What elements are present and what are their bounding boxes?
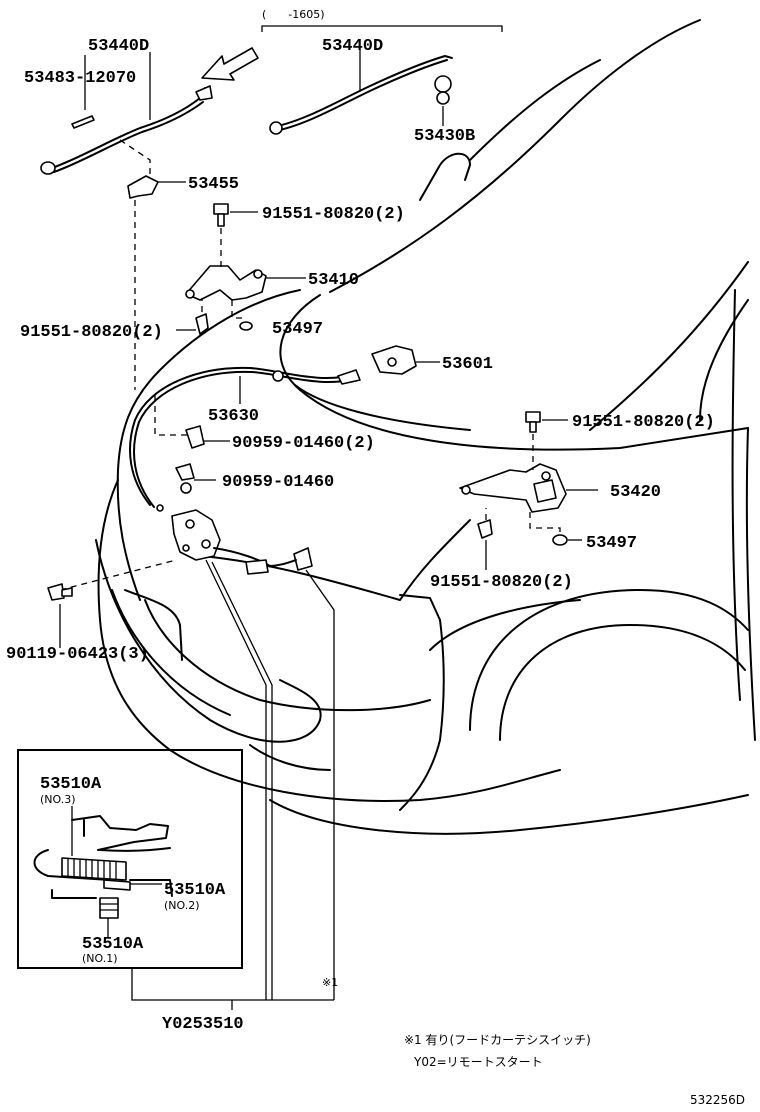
range-label: ( -1605)	[262, 8, 325, 21]
label-53601: 53601	[442, 355, 493, 374]
hood-release-cable-left	[40, 85, 213, 175]
harness-connector	[245, 559, 269, 575]
cable-clip-a	[185, 425, 205, 449]
hood-lock-assembly	[171, 509, 221, 561]
label-91551-top: 91551-80820(2)	[262, 205, 405, 224]
label-53410: 53410	[308, 271, 359, 290]
label-53630: 53630	[208, 407, 259, 426]
label-53510a-no2: 53510A	[164, 881, 226, 900]
sublabel-no3: (NO.3)	[40, 793, 76, 806]
spring-no2	[103, 879, 131, 891]
label-91551-bottom: 91551-80820(2)	[430, 573, 573, 592]
car-body-outline	[95, 19, 756, 835]
label-53440d-right: 53440D	[322, 37, 383, 56]
label-53440d-left: 53440D	[88, 37, 149, 56]
label-91551-right: 91551-80820(2)	[572, 413, 715, 432]
hood-hinge-bracket-right	[459, 463, 567, 513]
inset-box	[17, 749, 243, 969]
bolt-right	[525, 411, 541, 433]
courtesy-switch	[371, 345, 417, 375]
sublabel-no2: (NO.2)	[164, 899, 200, 912]
diagram-code: 532256D	[690, 1093, 745, 1107]
label-91551-left: 91551-80820(2)	[20, 323, 163, 342]
ref-mark: ※1	[322, 976, 338, 989]
label-53497-b: 53497	[586, 534, 637, 553]
bolt-90119	[47, 583, 73, 601]
label-53510a-no1: 53510A	[82, 935, 144, 954]
sublabel-no1: (NO.1)	[82, 952, 118, 965]
label-53430b: 53430B	[414, 127, 475, 146]
label-90959-b: 90959-01460	[222, 473, 334, 492]
bolt-bottom	[477, 519, 493, 539]
cable-grommet	[434, 75, 452, 105]
label-90119: 90119-06423(3)	[6, 645, 149, 664]
hood-release-cable-right	[269, 55, 453, 135]
label-53455: 53455	[188, 175, 239, 194]
hood-support-rod	[71, 115, 95, 129]
cable-clamp	[127, 175, 159, 199]
bolt-top	[213, 203, 229, 227]
cable-clip-b	[175, 463, 195, 494]
note-courtesy-switch: ※1 有り(フードカーテシスイッチ)	[404, 1033, 591, 1047]
washer-right	[552, 534, 568, 546]
note-remote-start: Y02=リモートスタート	[413, 1055, 543, 1069]
washer-left	[239, 321, 253, 331]
direction-arrow	[201, 47, 259, 81]
label-53497-a: 53497	[272, 320, 323, 339]
label-53420: 53420	[610, 483, 661, 502]
hood-lock-control-cable	[129, 366, 361, 508]
label-53483: 53483-12070	[24, 69, 136, 88]
spring-no1	[99, 897, 119, 919]
label-53510a-no3: 53510A	[40, 775, 102, 794]
hood-hinge-bracket-left	[185, 265, 267, 301]
part-labels: 53440D 53483-12070 53440D 53430B 53455 9…	[6, 37, 715, 1034]
label-y02: Y0253510	[162, 1015, 244, 1034]
harness-sensor	[293, 547, 313, 571]
bolt-left	[195, 313, 209, 335]
label-90959-a: 90959-01460(2)	[232, 434, 375, 453]
range-bracket: ( -1605)	[261, 8, 503, 32]
